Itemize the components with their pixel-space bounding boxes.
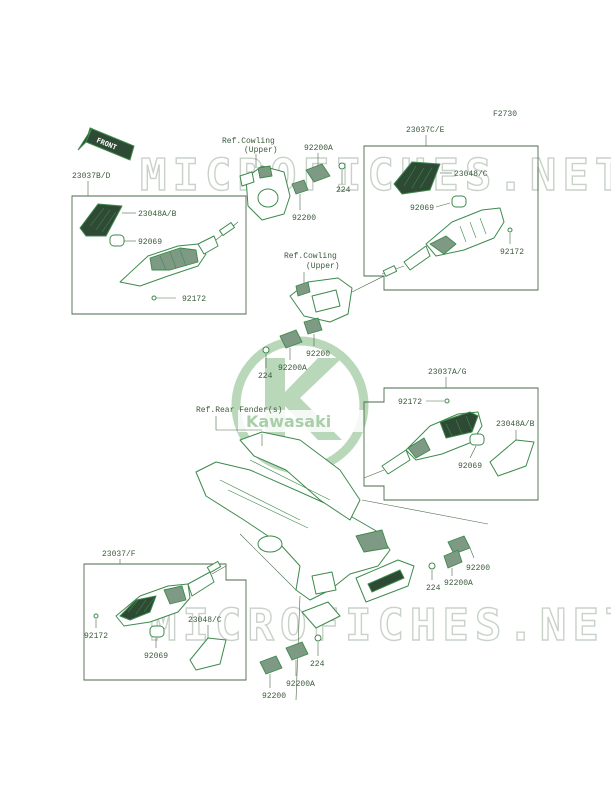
lens-23048c-bottom	[189, 637, 227, 671]
label-23048c-bottom: 23048/C	[188, 616, 222, 625]
assembly-front-right: 23037C/E 23048/C 92069 92172	[363, 126, 539, 291]
label-23037ag: 23037A/G	[428, 368, 467, 377]
label-92069-top-left: 92069	[138, 238, 162, 247]
group-frame-front-right	[363, 145, 539, 291]
label-92200-mid: 92200	[306, 350, 330, 359]
assembly-front-left: 23037B/D 23048A/B 92069 92172	[71, 172, 247, 315]
nut-224-right	[428, 562, 436, 570]
label-92200a-bottom: 92200A	[286, 680, 315, 689]
bracket-92200a-mid	[279, 329, 303, 349]
assembly-rear-right: 23037A/G 92172 92069 23048A/B	[363, 368, 539, 501]
front-arrow-badge: FRONT	[77, 127, 135, 161]
lens-23048c-top	[393, 161, 441, 195]
group-frame-rear-right	[363, 387, 539, 501]
bracket-92200a-top	[305, 163, 331, 183]
watermark-text-bottom: MICROFICHES.NET	[150, 600, 611, 651]
label-ref-cowling-upper-1-line2: (Upper)	[244, 146, 278, 155]
group-frame-front-left	[71, 195, 247, 315]
label-224-top: 224	[336, 186, 351, 195]
label-224-right: 224	[426, 584, 441, 593]
nut-224-top	[338, 162, 346, 170]
hardware-cluster-bottom: 224 92200A 92200	[259, 634, 325, 701]
label-92200a-top: 92200A	[304, 144, 333, 153]
nut-224-mid	[262, 346, 270, 354]
label-23048ab-top: 23048A/B	[138, 210, 177, 219]
grommet-92200-bottom	[259, 655, 283, 675]
label-23037bd: 23037B/D	[72, 172, 111, 181]
bulb-92069-mid-right	[469, 433, 485, 446]
label-224-mid: 224	[258, 372, 273, 381]
page-code: F2730	[493, 110, 517, 119]
label-92069-mid-right: 92069	[458, 462, 482, 471]
assembly-cowling-bracket-right: Ref.Cowling (Upper) 92200 92200A 224	[258, 252, 385, 381]
label-92172-mid-right: 92172	[398, 398, 422, 407]
label-ref-cowling-upper-2-line1: Ref.Cowling	[284, 252, 337, 261]
label-92069-top-right: 92069	[410, 204, 434, 213]
nut-224-bottom	[314, 634, 322, 642]
label-23048ab-mid: 23048A/B	[496, 420, 535, 429]
bulb-92069-top-right	[451, 195, 467, 208]
bracket-92200a-bottom	[285, 641, 309, 661]
grommet-92200-top	[291, 179, 309, 195]
bracket-92200a-right	[443, 549, 463, 569]
label-92200a-right: 92200A	[444, 579, 473, 588]
label-92172-bottom-left: 92172	[84, 632, 108, 641]
label-92200a-mid: 92200A	[278, 364, 307, 373]
grommet-92200-mid	[303, 317, 323, 335]
label-ref-cowling-upper-2-line2: (Upper)	[306, 262, 340, 271]
logo-text: Kawasaki	[246, 412, 331, 431]
label-23037ce: 23037C/E	[406, 126, 445, 135]
label-92200-top: 92200	[292, 214, 316, 223]
assembly-cowling-bracket-left: Ref.Cowling (Upper) 92200A 224 92200	[222, 137, 351, 223]
bulb-92069-top-left	[109, 234, 125, 247]
rear-fender-bracket: Ref.Rear Fender(s)	[195, 406, 489, 701]
watermark-text-top: MICROFICHES.NET	[140, 150, 611, 201]
lens-23048ab-top	[79, 203, 123, 237]
label-ref-rear-fender: Ref.Rear Fender(s)	[196, 406, 282, 415]
label-92200-bottom: 92200	[262, 692, 286, 701]
label-92069-bottom-left: 92069	[144, 652, 168, 661]
label-92172-top-right: 92172	[500, 248, 524, 257]
label-ref-cowling-upper-1-line1: Ref.Cowling	[222, 137, 275, 146]
grommet-92200-right	[447, 535, 471, 555]
bulb-92069-bottom-left	[149, 625, 165, 638]
label-92172-top-left: 92172	[182, 295, 206, 304]
watermark-layer: MICROFICHES.NET MICROFICHES.NET Kawasaki	[139, 149, 611, 651]
group-frame-rear-left	[83, 563, 247, 681]
label-224-bottom: 224	[310, 660, 325, 669]
hardware-cluster-right: 92200 92200A 224	[426, 535, 490, 593]
assembly-rear-left: 23037/F 92172 92069 23048/C	[83, 550, 247, 681]
label-92200-right: 92200	[466, 564, 490, 573]
lens-23048ab-mid	[489, 439, 535, 477]
label-23048c-top: 23048/C	[454, 170, 488, 179]
label-23037f: 23037/F	[102, 550, 136, 559]
